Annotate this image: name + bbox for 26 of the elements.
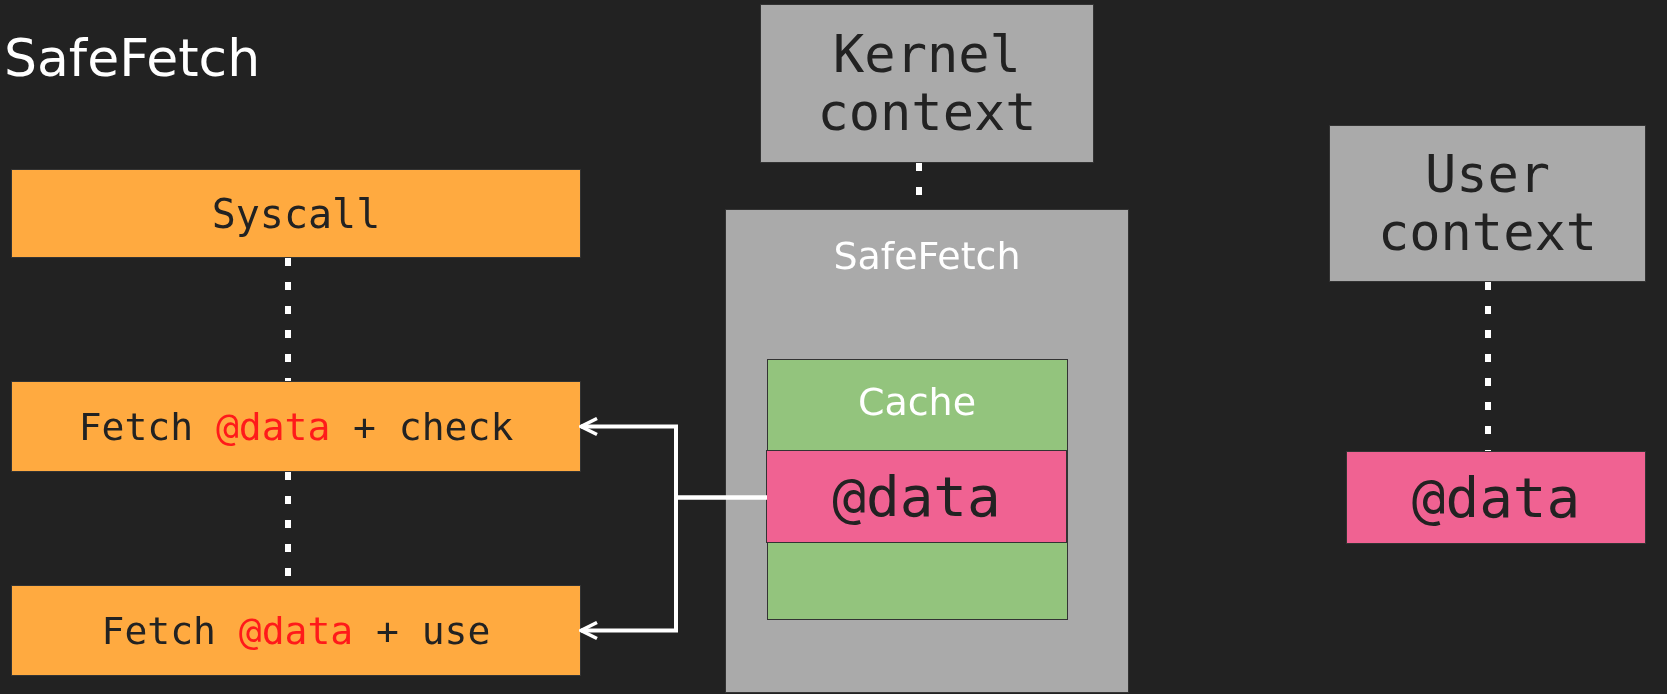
code-text: + check (353, 404, 514, 449)
module-panel (725, 209, 1129, 693)
code-text: Fetch (78, 404, 194, 449)
cache-box (766, 358, 1068, 620)
diagram-title: SafeFetch (4, 28, 261, 88)
variable-name: @data (238, 608, 354, 653)
context-box (760, 4, 1094, 163)
process-box (11, 585, 581, 676)
data-label: @data (832, 464, 1001, 529)
dotted-connector (1485, 282, 1491, 451)
process-box (11, 169, 581, 258)
data-label: @data (1411, 465, 1581, 530)
data-box (766, 450, 1067, 543)
cache-label: Cache (857, 379, 977, 424)
step-label: Syscall (211, 190, 381, 237)
arrow (579, 495, 767, 641)
context-label: Kernel context (816, 26, 1038, 141)
context-label: User context (1376, 146, 1599, 261)
variable-name: @data (215, 404, 331, 449)
process-box (11, 381, 581, 472)
code-text: Fetch (101, 608, 216, 653)
dotted-connector (285, 258, 291, 381)
module-label: SafeFetch (833, 234, 1021, 278)
code-text: + use (376, 608, 491, 653)
data-box (1346, 451, 1646, 544)
context-box (1329, 125, 1646, 282)
